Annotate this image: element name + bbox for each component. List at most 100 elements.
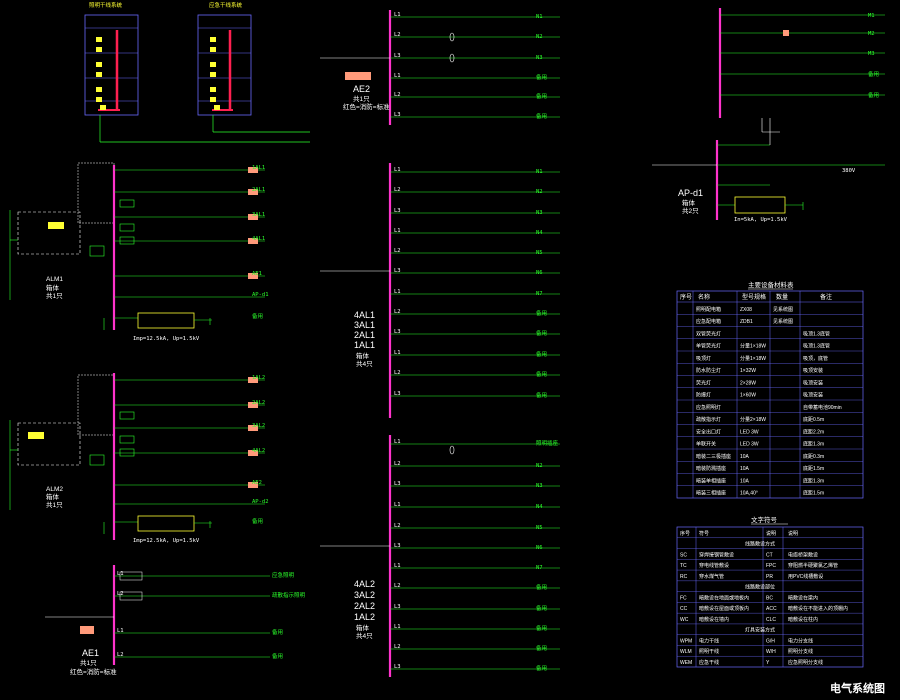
equipment-table-cell: 1×32W (740, 368, 756, 374)
al2-circuit-dest: N6 (536, 545, 543, 551)
symbol-table-cell: 说明 (766, 530, 776, 537)
al1-circuit-dest: N4 (536, 230, 543, 236)
alm2-circuit-id: 2AL2 (252, 400, 265, 406)
equipment-table-cell: ZDB1 (740, 319, 753, 325)
al1-circuit-dest: 备用 (536, 391, 547, 399)
symbol-table-cell: FPC (766, 563, 776, 569)
ae2-circuit-dest: N2 (536, 34, 543, 40)
panel-ae2 (320, 10, 560, 125)
symbol-table-cell: 序号 (680, 530, 690, 537)
equipment-table-cell: 双管荧光灯 (696, 330, 721, 337)
panel-ae1 (45, 565, 270, 665)
equipment-table-cell: 底距1.3m (803, 441, 824, 448)
al1-phase: L1 (394, 350, 401, 356)
al1-circuit-dest: 备用 (536, 370, 547, 378)
al2-phase: L2 (394, 523, 401, 529)
equipment-table-cell: 底距1.5m (803, 490, 824, 497)
al2-circuit-dest: 备用 (536, 644, 547, 652)
equipment-table-cell: 暗装三相插座 (696, 490, 726, 497)
symbol-table-cell: WLM (680, 649, 692, 655)
ae2-phase: L2 (394, 32, 401, 38)
equipment-table-cell: 底距2.2m (803, 428, 824, 435)
ae1-phase: L1 (117, 628, 124, 634)
equipment-table-cell: 底距1.3m (803, 477, 824, 484)
al2-count: 共4只 (356, 631, 373, 640)
top-right-circuit-dest: M1 (868, 13, 875, 19)
riser-diagram-right (197, 14, 252, 116)
riser-right-title: 应急干线系统 (209, 1, 243, 9)
symbol-table-cell: CC (680, 606, 688, 612)
equipment-table-cell: 底距1.5m (803, 465, 824, 472)
al2-phase: L1 (394, 624, 401, 630)
al1-name-3: 3AL1 (354, 320, 375, 330)
ae2-name: AE2 (353, 84, 370, 94)
ae2-circuit-dest: N3 (536, 55, 543, 61)
alm1-type: 箱体 (46, 283, 60, 292)
ae1-circuit-dest: 备用 (272, 652, 283, 660)
al2-circuit-dest: 照明插座 (536, 439, 559, 447)
al2-phase: L3 (394, 543, 401, 549)
symbol-table-cell: 符号 (699, 530, 709, 537)
panel-alm1 (9, 162, 265, 330)
symbol-table-cell: 线路敷设部位 (745, 584, 775, 591)
equipment-table-cell: LED 3W (740, 429, 759, 435)
al2-circuit-dest: 备用 (536, 624, 547, 632)
al1-phase: L3 (394, 268, 401, 274)
symbol-table-cell: SC (680, 552, 687, 558)
ae2-circuit-dest: 备用 (536, 112, 547, 120)
equipment-table-cell: 荧光灯 (696, 379, 711, 386)
ae2-phase: L3 (394, 112, 401, 118)
equipment-table-cell: 吸顶灯 (696, 355, 711, 362)
al1-circuit-dest: 备用 (536, 309, 547, 317)
panel-al2 (320, 435, 560, 677)
symbol-table-cell: 穿水煤气管 (699, 573, 724, 580)
al2-name-3: 3AL2 (354, 590, 375, 600)
al2-phase: L2 (394, 461, 401, 467)
ae2-count: 共1只 (353, 94, 370, 103)
ae1-count: 共1只 (80, 658, 97, 667)
equipment-table-cell: 分量1×18W (740, 343, 766, 350)
riser-left-title: 照明干线系统 (89, 1, 123, 9)
ap-d1-type: 箱体 (682, 198, 696, 207)
al1-circuit-dest: N5 (536, 250, 543, 256)
ae2-phase: L1 (394, 12, 401, 18)
top-right-circuit-dest: M3 (868, 51, 875, 57)
top-right-circuit-dest: 备用 (868, 91, 879, 99)
al1-phase: L2 (394, 248, 401, 254)
alm1-circuit-id: 3AL1 (252, 212, 265, 218)
al1-phase: L3 (394, 329, 401, 335)
symbol-table-cell: 应急照明分支线 (788, 659, 823, 666)
equipment-table-cell: 10A (740, 478, 750, 484)
equipment-table-cell: 自带蓄电池90min (803, 404, 842, 411)
equipment-table-cell: 吸顶安装 (803, 367, 823, 374)
al1-circuit-dest: N7 (536, 291, 543, 297)
symbol-table-cell: WPM (680, 638, 692, 644)
equipment-table-cell: 分量2×18W (740, 416, 766, 423)
al2-type: 箱体 (356, 623, 370, 632)
ae1-name: AE1 (82, 648, 99, 658)
equipment-table-header: 序号名称型号规格数量备注 (680, 293, 832, 301)
drawing-title: 电气系统图 (830, 681, 885, 695)
alm2-circuit-id: 4AL2 (252, 448, 265, 454)
symbol-table-title: 文字符号 (751, 515, 778, 524)
al1-phase: L1 (394, 289, 401, 295)
ae1-circuit-dest: 应急照明 (272, 571, 295, 579)
equipment-table-cell: 10A,40° (740, 491, 758, 497)
symbol-table-cell: BC (766, 595, 773, 601)
equipment-table-header-cell: 型号规格 (742, 293, 766, 301)
al2-name-2: 2AL2 (354, 601, 375, 611)
symbol-table-cell: 照明干线 (699, 648, 719, 655)
symbol-table-cell: 照明分支线 (788, 648, 813, 655)
al2-circuit-dest: N4 (536, 504, 543, 510)
symbol-table-cell: Y (766, 660, 770, 666)
al2-phase: L2 (394, 583, 401, 589)
equipment-table-cell: 暗装单相插座 (696, 477, 726, 484)
al1-circuit-dest: N3 (536, 210, 543, 216)
al2-name-1: 1AL2 (354, 612, 375, 622)
equipment-table-header-cell: 备注 (820, 293, 832, 301)
equipment-table-cell: 吸顶1.3底管 (803, 343, 830, 350)
equipment-table-cell: 暗装防溅插座 (696, 465, 726, 472)
al2-circuit-dest: N3 (536, 483, 543, 489)
